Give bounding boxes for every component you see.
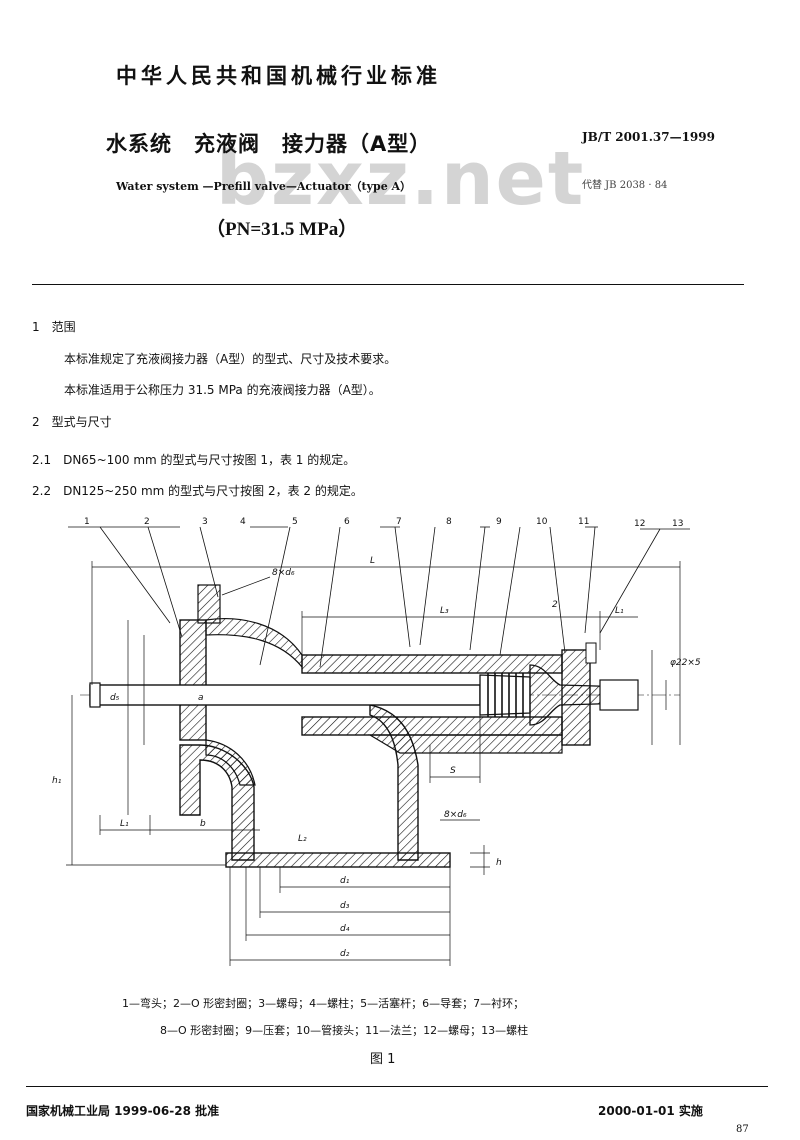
page-number: 87 bbox=[736, 1124, 749, 1135]
dim-two: 2 bbox=[552, 600, 558, 610]
replaces-standard: 代替 JB 2038 · 84 bbox=[582, 180, 668, 191]
figure-legend-line-2: 8—O 形密封圈；9—压套；10—管接头；11—法兰；12—螺母；13—螺柱 bbox=[160, 1024, 529, 1037]
dim-phi: φ22×5 bbox=[670, 658, 701, 668]
clause-2-1: 2.1 DN65~100 mm 的型式与尺寸按图 1，表 1 的规定。 bbox=[32, 453, 356, 467]
dim-S: S bbox=[450, 766, 456, 776]
dim-a: a bbox=[198, 693, 204, 703]
dim-d5: d₅ bbox=[110, 693, 120, 703]
part-number: 6 bbox=[344, 517, 350, 527]
part-number: 7 bbox=[396, 517, 402, 527]
standard-title-cn: 水系统 充液阀 接力器（A型） bbox=[106, 132, 432, 156]
section-1-heading: 1 范围 bbox=[32, 320, 76, 334]
issuing-body-title: 中华人民共和国机械行业标准 bbox=[116, 64, 441, 88]
dim-d4: d₄ bbox=[340, 924, 350, 934]
part-number: 3 bbox=[202, 517, 208, 527]
nominal-pressure: （PN=31.5 MPa） bbox=[206, 219, 358, 240]
part-number: 12 bbox=[634, 519, 645, 529]
actuator-drawing: 1 2 3 4 5 6 7 8 9 10 11 12 13 bbox=[52, 517, 701, 966]
figure-legend-line-1: 1—弯头；2—O 形密封圈；3—螺母；4—螺柱；5—活塞杆；6—导套；7—衬环； bbox=[122, 997, 525, 1010]
clause-2-2: 2.2 DN125~250 mm 的型式与尺寸按图 2，表 2 的规定。 bbox=[32, 484, 363, 498]
part-number: 11 bbox=[578, 517, 589, 527]
figure-title: 图 1 bbox=[370, 1052, 396, 1067]
dim-holes-top: 8×d₆ bbox=[272, 568, 295, 578]
dim-L1-left: L₁ bbox=[120, 819, 129, 829]
dim-d2: d₂ bbox=[340, 949, 350, 959]
section-1-paragraph-2: 本标准适用于公称压力 31.5 MPa 的充液阀接力器（A型）。 bbox=[64, 383, 381, 397]
dim-L1-right: L₁ bbox=[615, 606, 624, 616]
dim-d3: d₃ bbox=[340, 901, 350, 911]
dim-L3: L₃ bbox=[440, 606, 449, 616]
section-1-paragraph-1: 本标准规定了充液阀接力器（A型）的型式、尺寸及技术要求。 bbox=[64, 352, 397, 366]
dim-L2: L₂ bbox=[298, 834, 307, 844]
dim-holes-bottom: 8×d₆ bbox=[444, 810, 467, 820]
effective-date: 2000-01-01 实施 bbox=[598, 1104, 703, 1118]
part-number: 5 bbox=[292, 517, 298, 527]
dim-h: h bbox=[496, 858, 502, 868]
part-number: 9 bbox=[496, 517, 502, 527]
dim-b: b bbox=[200, 819, 206, 829]
part-number: 10 bbox=[536, 517, 548, 527]
part-number: 2 bbox=[144, 517, 150, 527]
part-number: 8 bbox=[446, 517, 452, 527]
approval-date: 国家机械工业局 1999-06-28 批准 bbox=[26, 1104, 220, 1118]
part-number: 4 bbox=[240, 517, 246, 527]
dim-d1: d₁ bbox=[340, 876, 350, 886]
header-divider bbox=[32, 284, 744, 285]
footer-divider bbox=[26, 1086, 768, 1087]
part-number: 13 bbox=[672, 519, 683, 529]
dim-h1: h₁ bbox=[52, 776, 62, 786]
standard-title-en: Water system —Prefill valve—Actuator（typ… bbox=[116, 180, 412, 193]
section-2-heading: 2 型式与尺寸 bbox=[32, 415, 112, 429]
part-number: 1 bbox=[84, 517, 90, 527]
standard-code: JB/T 2001.37—1999 bbox=[582, 130, 715, 144]
watermark: bzxz.net bbox=[216, 136, 586, 222]
dim-L: L bbox=[370, 556, 375, 566]
